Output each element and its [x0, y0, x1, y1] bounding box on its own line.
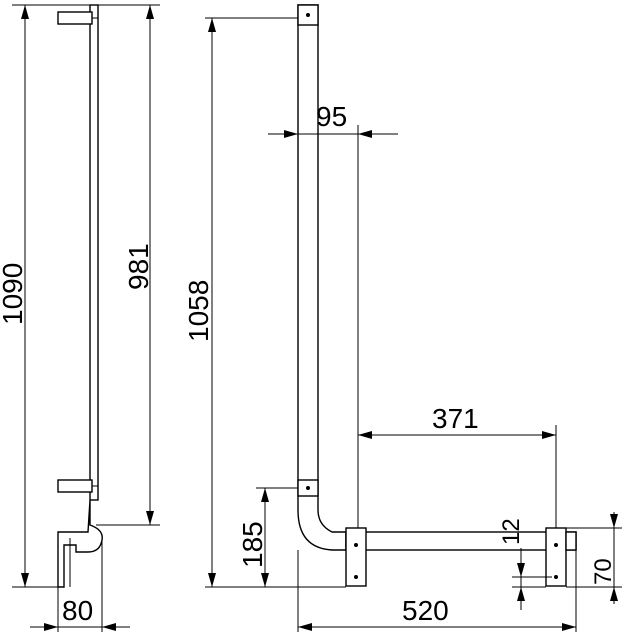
dim-520-arrow-right — [562, 623, 576, 631]
dim-80-arrow-left — [44, 623, 58, 631]
dim-12-label: 12 — [498, 518, 525, 545]
dim-185-arrow-top — [261, 488, 269, 502]
dim-185-label: 185 — [237, 521, 268, 568]
side-rail — [89, 4, 99, 501]
dim-1058-arrow-bottom — [208, 573, 216, 587]
dim-371-arrow-right — [542, 431, 556, 439]
dim-1090-arrow-bottom — [21, 573, 29, 587]
dim-95-arrow-left — [284, 130, 298, 138]
dim-371-label: 371 — [432, 403, 479, 434]
dim-185-arrow-bottom — [261, 573, 269, 587]
dim-371-arrow-left — [358, 431, 372, 439]
dim-1058-arrow-top — [208, 18, 216, 32]
dim-95-label: 95 — [316, 101, 347, 132]
dim-981-label: 981 — [123, 243, 154, 290]
dim-981-arrow-top — [146, 5, 154, 19]
dim-12-arrow-bottom — [517, 587, 525, 601]
front-tube-endcap — [565, 531, 577, 551]
front-left-foot-hole-top — [354, 543, 358, 547]
front-right-foot-hole-top — [554, 543, 558, 547]
dim-95-arrow-right — [358, 130, 372, 138]
dim-70-arrow-top — [610, 514, 618, 528]
side-foot — [57, 499, 103, 588]
front-left-foot — [345, 527, 367, 587]
dim-1090-arrow-top — [21, 5, 29, 19]
dim-520-arrow-left — [298, 623, 312, 631]
front-lower-mount-hole — [306, 486, 310, 490]
dim-520-label: 520 — [402, 595, 449, 626]
dim-981-arrow-bottom — [146, 511, 154, 525]
side-top-bracket — [57, 11, 93, 25]
front-top-mount-hole — [306, 13, 310, 17]
dim-1058-label: 1058 — [183, 280, 214, 342]
front-horizontal-tube — [345, 531, 577, 551]
dim-1090-label: 1090 — [0, 263, 28, 325]
front-view: 1058 95 371 185 520 12 — [183, 4, 622, 632]
dim-80-arrow-right — [102, 623, 116, 631]
dim-70-arrow-bottom — [610, 587, 618, 601]
front-left-foot-hole-bottom — [354, 575, 358, 579]
side-lower-bracket — [57, 479, 93, 493]
dim-80-label: 80 — [62, 595, 93, 626]
dim-70-label: 70 — [590, 558, 617, 585]
front-right-foot-hole-bottom — [554, 575, 558, 579]
side-view: 1090 981 80 — [0, 4, 160, 632]
front-vertical-tube — [297, 4, 347, 551]
dim-12-arrow-top — [517, 563, 525, 577]
